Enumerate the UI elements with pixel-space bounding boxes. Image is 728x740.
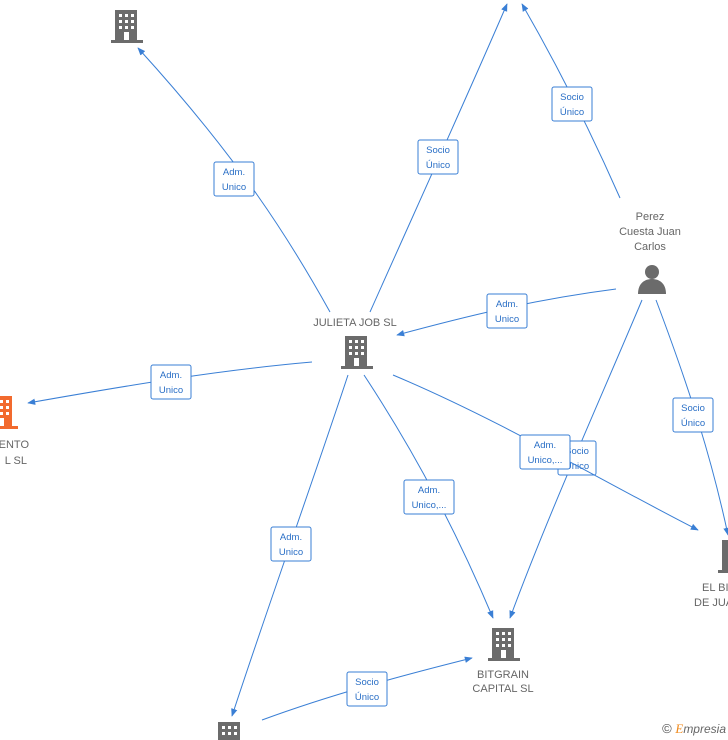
svg-text:Unico: Unico xyxy=(495,314,519,325)
svg-text:Unico: Unico xyxy=(159,385,183,396)
edge-julieta-bottom[interactable]: Adm. Unico xyxy=(231,374,349,717)
edge-julieta-topleft[interactable]: Adm. Unico xyxy=(137,47,331,313)
svg-text:Único: Único xyxy=(426,160,450,171)
edge-perez-top[interactable]: Socio Único xyxy=(521,3,621,199)
edge-label-line: Adm. xyxy=(534,440,556,451)
edge-perez-julieta[interactable]: Adm. Unico xyxy=(396,288,617,337)
edge-julieta-top[interactable]: Socio Único xyxy=(369,3,508,313)
edge-label-line: Socio xyxy=(426,145,450,156)
edge-label-line: Socio xyxy=(565,446,589,457)
node-label: EL BI xyxy=(702,582,728,594)
edge-label-line: Unico xyxy=(279,547,303,558)
edge-label-line: Adm. xyxy=(418,485,440,496)
node-label: JULIETA JOB SL xyxy=(313,317,397,329)
edge-julieta-bitgrain[interactable]: Adm. Unico,... xyxy=(363,374,494,619)
node-bottom-company[interactable] xyxy=(218,722,240,740)
svg-text:Único: Único xyxy=(681,418,705,429)
svg-text:Adm.: Adm. xyxy=(496,299,518,310)
node-label: BITGRAIN xyxy=(477,669,529,681)
edge-label-line: Socio xyxy=(355,677,379,688)
node-julieta-job[interactable]: JULIETA JOB SL xyxy=(313,317,397,369)
node-left-company[interactable]: ENTO L SL xyxy=(0,396,29,467)
edge-bottom-bitgrain[interactable]: Socio Único xyxy=(261,656,473,721)
svg-text:Socio: Socio xyxy=(355,677,379,688)
svg-text:Adm.: Adm. xyxy=(223,167,245,178)
building-icon xyxy=(111,10,143,43)
node-label: ENTO xyxy=(0,439,29,451)
node-top-left-company[interactable] xyxy=(111,10,143,43)
edge-julieta-left[interactable]: Adm. Unico xyxy=(27,361,313,405)
svg-text:Adm.: Adm. xyxy=(280,532,302,543)
node-perez-cuesta[interactable]: Perez Cuesta Juan Carlos xyxy=(619,211,681,294)
node-label: Perez xyxy=(636,211,665,223)
edge-julieta-right[interactable]: Adm. Unico,... xyxy=(392,374,699,531)
svg-text:Socio: Socio xyxy=(565,446,589,457)
edge-label-line: Adm. xyxy=(160,370,182,381)
svg-text:Socio: Socio xyxy=(560,92,584,103)
edge-label-line: Adm. xyxy=(223,167,245,178)
node-label: Carlos xyxy=(634,241,666,253)
node-right-company[interactable]: EL BI DE JUA xyxy=(694,540,728,609)
svg-text:Único: Único xyxy=(355,692,379,703)
svg-text:Unico: Unico xyxy=(222,182,246,193)
edge-perez-right[interactable]: Socio Único xyxy=(655,299,728,536)
nodes: JULIETA JOB SL Perez Cuesta Juan Carlos xyxy=(0,10,728,740)
node-label: Cuesta Juan xyxy=(619,226,681,238)
node-label: CAPITAL SL xyxy=(472,683,533,695)
copyright-icon: © xyxy=(662,721,672,736)
edge-label-line: Unico xyxy=(222,182,246,193)
edge-label-line: Adm. xyxy=(496,299,518,310)
edge-label-line: Único xyxy=(426,160,450,171)
edge-label-line: Adm. xyxy=(280,532,302,543)
edge-label-line: Unico,... xyxy=(528,455,563,466)
building-icon xyxy=(218,722,240,740)
svg-text:Adm.: Adm. xyxy=(418,485,440,496)
edge-label-line: Unico,... xyxy=(412,500,447,511)
building-icon xyxy=(488,628,520,661)
svg-text:Unico,...: Unico,... xyxy=(528,455,563,466)
svg-text:Unico: Unico xyxy=(279,547,303,558)
brand-logo-letter: E xyxy=(675,721,684,736)
svg-text:Unico,...: Unico,... xyxy=(412,500,447,511)
node-label: L SL xyxy=(5,455,27,467)
edge-label-line: Unico xyxy=(159,385,183,396)
svg-text:Adm.: Adm. xyxy=(534,440,556,451)
svg-text:Socio: Socio xyxy=(426,145,450,156)
building-icon xyxy=(341,336,373,369)
brand-logo-text: mpresia xyxy=(683,722,726,736)
edge-label-line: Socio xyxy=(681,403,705,414)
edge-label-line: Único xyxy=(560,107,584,118)
building-icon xyxy=(0,396,18,429)
edge-label-line: Único xyxy=(681,418,705,429)
watermark: © Empresia xyxy=(662,721,726,737)
svg-text:Socio: Socio xyxy=(681,403,705,414)
edge-label-line: Unico xyxy=(495,314,519,325)
node-bitgrain[interactable]: BITGRAIN CAPITAL SL xyxy=(472,628,534,695)
edges: Adm. Unico Socio Único Socio Único Adm. … xyxy=(27,3,728,721)
edge-label-line: Único xyxy=(565,461,589,472)
svg-text:Único: Único xyxy=(565,461,589,472)
node-label: DE JUA xyxy=(694,597,728,609)
svg-text:Adm.: Adm. xyxy=(160,370,182,381)
person-icon xyxy=(638,265,666,294)
edge-label-line: Socio xyxy=(560,92,584,103)
building-icon xyxy=(718,540,728,573)
edge-label-line: Único xyxy=(355,692,379,703)
svg-text:Único: Único xyxy=(560,107,584,118)
